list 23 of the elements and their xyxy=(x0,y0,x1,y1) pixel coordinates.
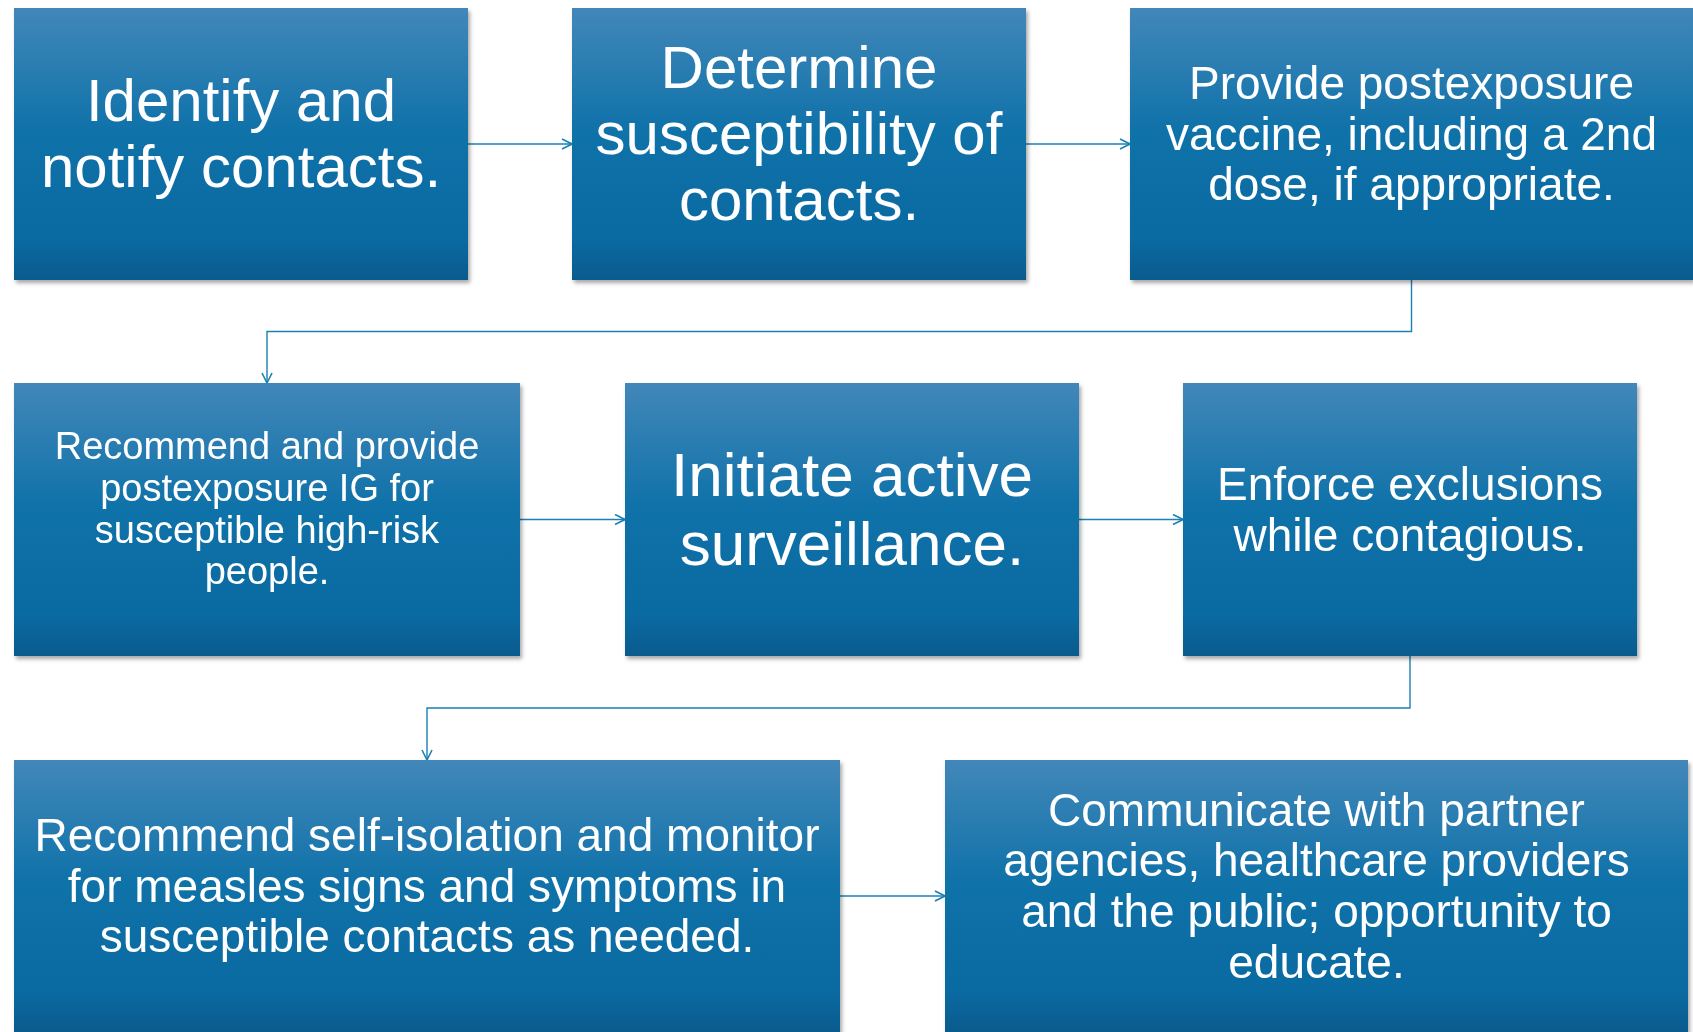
arrow xyxy=(261,279,1413,384)
arrow xyxy=(519,513,626,526)
process-box xyxy=(14,8,468,280)
arrow xyxy=(1078,513,1184,526)
process-box xyxy=(14,383,520,656)
process-box xyxy=(945,760,1688,1032)
process-box xyxy=(1183,383,1637,656)
step-text: Identify and notify contacts. xyxy=(39,68,443,200)
arrow xyxy=(1025,138,1131,150)
step-text: Determine susceptibility of contacts. xyxy=(594,35,1004,233)
step-text: Enforce exclusions while contagious. xyxy=(1215,458,1605,561)
arrow xyxy=(839,890,946,902)
process-box xyxy=(625,383,1079,656)
step-text: Initiate active surveillance. xyxy=(670,441,1034,578)
step-text: Recommend and provide postexposure IG for susceptible high-risk people. xyxy=(53,425,481,594)
process-box xyxy=(572,8,1026,280)
arrow xyxy=(421,655,1411,761)
arrow xyxy=(467,138,573,150)
step-text: Provide postexposure vaccine, including a 2nd dose, if appropriate. xyxy=(1165,58,1658,210)
process-box xyxy=(1130,8,1693,280)
step-text: Recommend self-isolation and monitor for measles signs and symptoms in susceptible contacts as needed. xyxy=(33,810,821,962)
step-text: Communicate with partner agencies, healthcare providers and the public; opportunity to educate. xyxy=(1002,784,1631,988)
process-box xyxy=(14,760,840,1032)
